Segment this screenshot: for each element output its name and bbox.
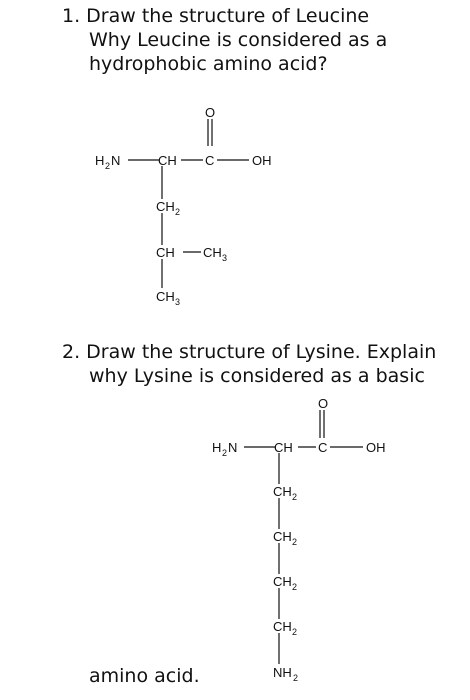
- leucine-amine-h: H: [95, 153, 104, 168]
- lysine-amine-h: H: [212, 440, 221, 455]
- lysine-hydroxyl: OH: [366, 440, 386, 455]
- question-2-line-3: amino acid.: [89, 665, 200, 687]
- lysine-carbonyl-carbon: C: [318, 440, 327, 455]
- leucine-methyl-b: CH: [156, 289, 175, 304]
- lysine-alpha-carbon: CH: [274, 440, 293, 455]
- question-2-line-2: why Lysine is considered as a basic: [89, 365, 425, 387]
- leucine-methyl-a-subscript: 3: [222, 253, 227, 263]
- lysine-ch2-3: CH: [273, 574, 292, 589]
- lysine-ch2-3-subscript: 2: [292, 582, 297, 592]
- lysine-ch2-1-subscript: 2: [292, 492, 297, 502]
- leucine-amine-subscript: 2: [105, 161, 110, 171]
- lysine-terminal-amine: NH: [273, 665, 292, 680]
- leucine-carbonyl-carbon: C: [205, 153, 214, 168]
- leucine-ch2-subscript: 2: [175, 207, 180, 217]
- leucine-amine-n: N: [111, 153, 120, 168]
- lysine-ch2-2: CH: [273, 529, 292, 544]
- question-2-line-1: 2. Draw the structure of Lysine. Explain: [62, 341, 437, 363]
- lysine-ch2-4: CH: [273, 619, 292, 634]
- lysine-ch2-1: CH: [273, 484, 292, 499]
- leucine-methyl-b-subscript: 3: [175, 297, 180, 307]
- lysine-amine-n: N: [228, 440, 237, 455]
- leucine-hydroxyl: OH: [252, 153, 272, 168]
- lysine-carbonyl-oxygen: O: [318, 396, 328, 411]
- lysine-ch2-4-subscript: 2: [292, 627, 297, 637]
- question-1-line-1: 1. Draw the structure of Leucine: [62, 5, 370, 27]
- leucine-carbonyl-oxygen: O: [205, 105, 215, 120]
- question-1-line-2: Why Leucine is considered as a: [89, 29, 388, 51]
- lysine-amine-subscript: 2: [222, 448, 227, 458]
- lysine-terminal-amine-subscript: 2: [293, 673, 298, 683]
- leucine-ch2: CH: [156, 199, 175, 214]
- question-1-line-3: hydrophobic amino acid?: [89, 53, 328, 75]
- leucine-alpha-carbon: CH: [158, 153, 177, 168]
- leucine-methyl-a: CH: [203, 245, 222, 260]
- leucine-ch: CH: [156, 245, 175, 260]
- lysine-ch2-2-subscript: 2: [292, 537, 297, 547]
